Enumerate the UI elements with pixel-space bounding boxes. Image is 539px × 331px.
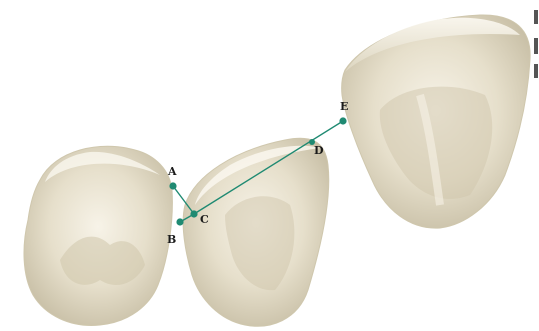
label-point-b: B [167, 233, 176, 246]
scale-marks [534, 10, 538, 78]
tooth-right [342, 15, 531, 228]
label-point-c: C [200, 213, 209, 226]
marker-point-e [339, 117, 346, 124]
tooth-middle [183, 138, 329, 326]
marker-point-b [176, 218, 183, 225]
marker-point-c [190, 210, 197, 217]
label-point-d: D [314, 144, 324, 157]
label-point-e: E [340, 100, 348, 113]
marker-point-a [169, 182, 176, 189]
tooth-left [24, 146, 172, 325]
label-point-a: A [167, 165, 177, 178]
